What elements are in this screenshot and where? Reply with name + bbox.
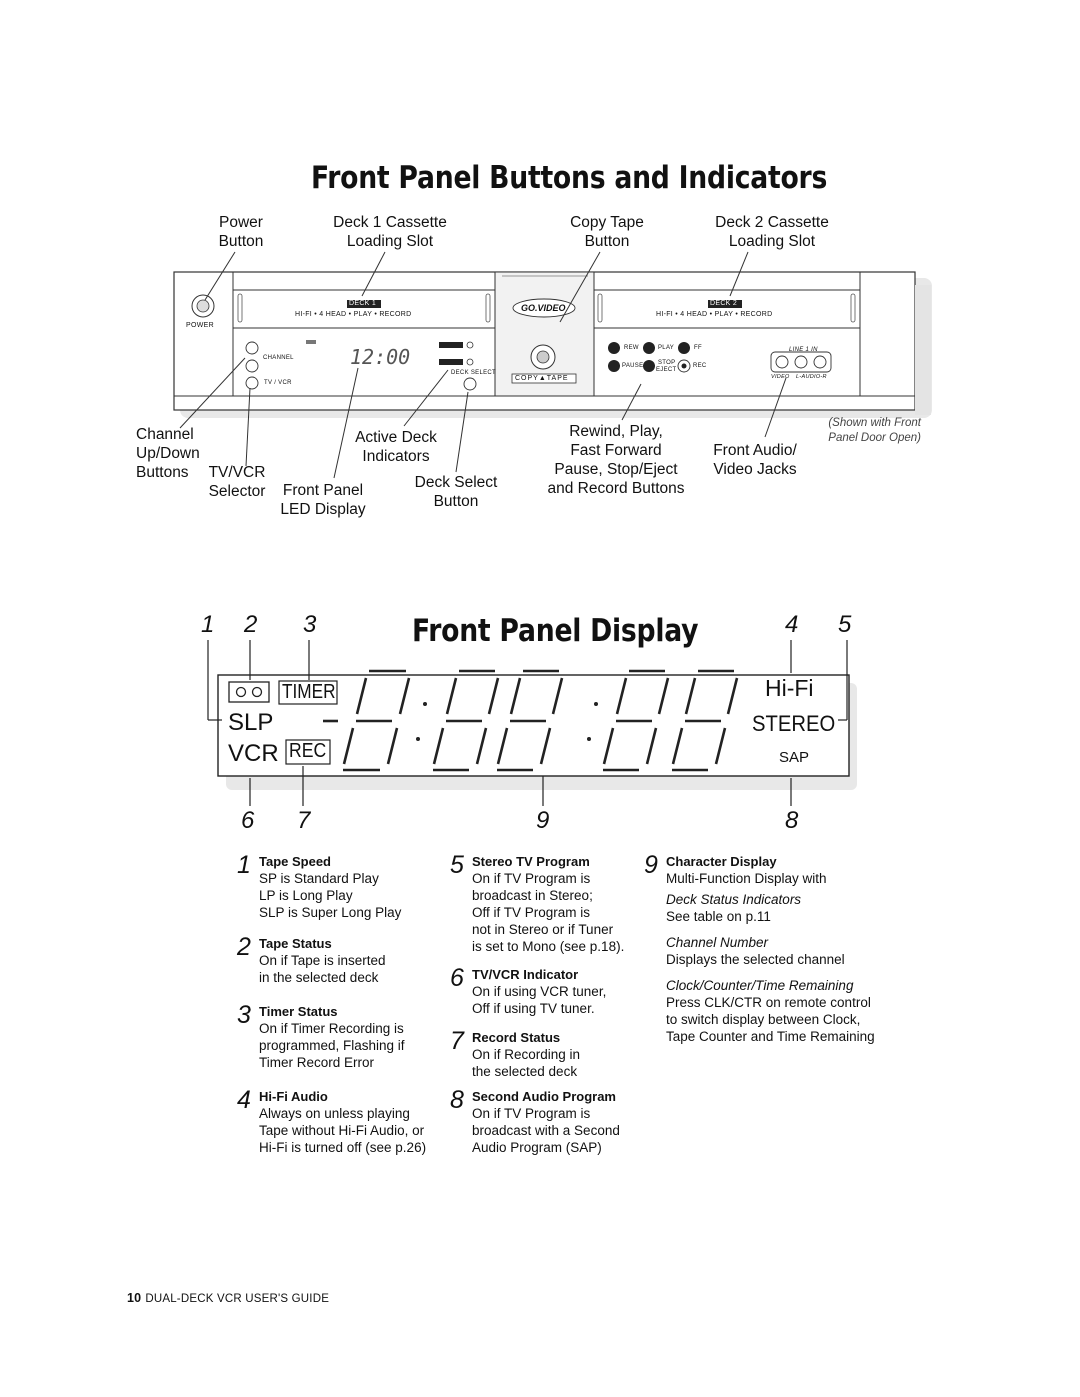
display-sap: SAP	[779, 749, 810, 766]
display-vcr: VCR	[228, 740, 279, 767]
description-number: 1	[237, 851, 251, 879]
brand-logo: GO.VIDEO	[521, 303, 566, 313]
description-tvvcr-indicator: 6 TV/VCR Indicator On if using VCR tuner…	[450, 964, 607, 1016]
description-number: 4	[237, 1086, 251, 1114]
display-title: Front Panel Display	[412, 613, 699, 649]
display-slp: SLP	[228, 709, 274, 736]
description-character-display: 9 Character Display Multi-Function Displ…	[644, 851, 875, 1044]
callout-number-8: 8	[785, 807, 799, 834]
display-stereo: STEREO	[752, 711, 836, 736]
pause-printed-label: PAUSE	[622, 363, 644, 369]
rec-printed-label: REC	[693, 363, 707, 369]
deck2-hifi-line: HI-FI • 4 HEAD • PLAY • RECORD	[656, 311, 773, 318]
power-printed-label: POWER	[186, 322, 214, 329]
callout-number-1: 1	[201, 611, 215, 638]
front-panel-display-drawing	[207, 640, 857, 806]
stop-printed-label: STOP	[658, 360, 676, 366]
label-front-audio-jacks: Front Audio/Video Jacks	[713, 442, 797, 478]
callout-number-6: 6	[241, 807, 255, 834]
deck2-printed-label: DECK 2	[710, 300, 738, 307]
deck1-hifi-line: HI-FI • 4 HEAD • PLAY • RECORD	[295, 311, 412, 318]
description-number: 3	[237, 1001, 251, 1029]
channel-printed-label: CHANNEL	[263, 355, 294, 361]
eject-printed-label: EJECT	[656, 367, 677, 373]
description-number: 2	[237, 933, 251, 961]
display-hifi: Hi-Fi	[765, 675, 814, 701]
front-led-clock: 12:00	[350, 345, 411, 369]
callout-number-4: 4	[785, 611, 799, 638]
display-timer: TIMER	[282, 681, 336, 703]
audio-jack-label: L-AUDIO-R	[796, 374, 827, 380]
copy-tape-printed-label: COPY▲TAPE	[515, 375, 569, 382]
callout-number-7: 7	[297, 807, 311, 834]
deck1-printed-label: DECK 1	[349, 300, 377, 307]
callout-number-9: 9	[536, 807, 550, 834]
deck-select-printed-label: DECK SELECT	[451, 370, 496, 376]
ff-printed-label: FF	[694, 345, 702, 351]
callout-number-5: 5	[838, 611, 852, 638]
page-number: 10	[127, 1291, 142, 1305]
line1-in-printed-label: LINE 1 IN	[789, 347, 818, 353]
callout-number-2: 2	[244, 611, 258, 638]
callout-number-3: 3	[303, 611, 317, 638]
play-printed-label: PLAY	[658, 345, 675, 351]
tvvcr-printed-label: TV / VCR	[264, 380, 292, 386]
rew-printed-label: REW	[624, 345, 639, 351]
vcr-front-panel-drawing	[173, 251, 932, 479]
footer-guide-title: DUAL-DECK VCR USER'S GUIDE	[145, 1293, 330, 1305]
description-sap: 8 Second Audio Program On if TV Program …	[450, 1086, 620, 1155]
display-rec: REC	[289, 740, 327, 762]
description-number: 8	[450, 1086, 464, 1114]
description-number: 7	[450, 1027, 464, 1055]
description-number: 5	[450, 851, 464, 879]
description-number: 9	[644, 851, 658, 879]
description-number: 6	[450, 964, 464, 992]
page-title: Front Panel Buttons and Indicators	[311, 160, 828, 196]
video-jack-label: VIDEO	[771, 374, 790, 380]
